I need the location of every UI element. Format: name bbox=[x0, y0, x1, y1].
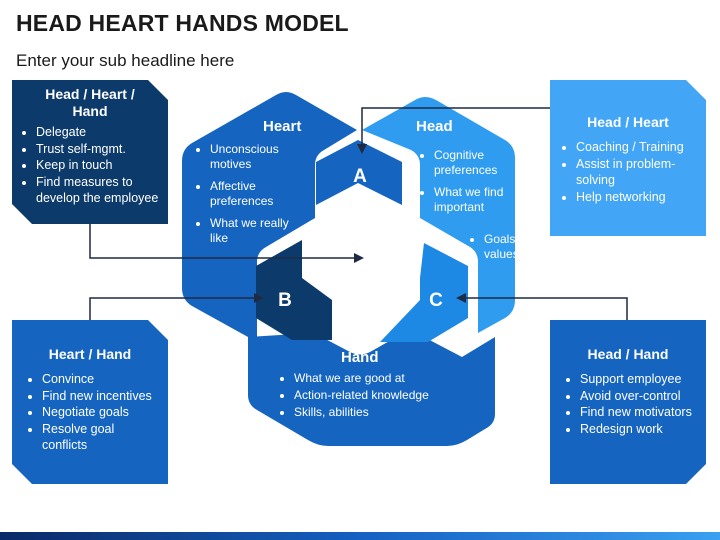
arrow-bottom-right-to-c bbox=[456, 293, 628, 320]
box-top-left-title: Head / Heart / Hand bbox=[45, 86, 135, 119]
list-item: Assist in problem-solving bbox=[576, 156, 696, 189]
head-item: Cognitive preferences bbox=[434, 148, 512, 178]
list-item: Find new motivators bbox=[580, 404, 692, 421]
bottom-accent-bar bbox=[0, 532, 720, 540]
box-bottom-right: Head / Hand Support employee Avoid over-… bbox=[550, 346, 706, 437]
box-top-left: Head / Heart / Hand Delegate Trust self-… bbox=[12, 86, 168, 207]
hand-title: Hand bbox=[341, 349, 379, 366]
list-item: Help networking bbox=[576, 189, 696, 206]
head-list: Cognitive preferences What we find impor… bbox=[420, 148, 512, 222]
heart-item: Unconscious motives bbox=[210, 142, 306, 172]
list-item: Trust self-mgmt. bbox=[36, 141, 160, 158]
list-item: Coaching / Training bbox=[576, 139, 696, 156]
inner-c-segment bbox=[380, 243, 468, 342]
box-top-right: Head / Heart Coaching / Training Assist … bbox=[550, 114, 706, 205]
hand-item: Skills, abilities bbox=[294, 405, 480, 420]
page-subtitle: Enter your sub headline here bbox=[16, 51, 235, 70]
box-bottom-left-title: Heart / Hand bbox=[48, 346, 132, 362]
arrow-bottom-left-to-b bbox=[89, 293, 264, 320]
arrow-top-right-to-a bbox=[357, 107, 550, 154]
head-item: Goals, values bbox=[484, 232, 520, 262]
head-segment bbox=[362, 97, 515, 333]
box-bottom-right-shape bbox=[550, 320, 706, 484]
list-item: Negotiate goals bbox=[42, 404, 154, 421]
list-item: Redesign work bbox=[580, 421, 692, 438]
inner-a-segment bbox=[316, 140, 402, 205]
box-bottom-left: Heart / Hand Convince Find new incentive… bbox=[12, 346, 168, 454]
hand-list: What we are good at Action-related knowl… bbox=[280, 371, 480, 422]
box-bottom-right-title: Head / Hand bbox=[587, 346, 669, 362]
arrow-top-left-to-center bbox=[89, 224, 364, 263]
list-item: Keep in touch bbox=[36, 157, 160, 174]
box-top-right-title: Head / Heart bbox=[587, 114, 669, 130]
heart-segment bbox=[182, 92, 357, 342]
page-title: HEAD HEART HANDS MODEL bbox=[16, 10, 349, 36]
list-item: Avoid over-control bbox=[580, 388, 692, 405]
list-item: Delegate bbox=[36, 124, 160, 141]
letter-c: C bbox=[429, 290, 443, 311]
box-top-left-shape bbox=[12, 80, 168, 224]
heart-item: Affective preferences bbox=[210, 179, 306, 209]
list-item: Support employee bbox=[580, 371, 692, 388]
list-item: Find new incentives bbox=[42, 388, 154, 405]
list-item: Resolve goal conflicts bbox=[42, 421, 154, 454]
head-item: What we find important bbox=[434, 185, 512, 215]
heart-title: Heart bbox=[263, 118, 302, 135]
letter-a: A bbox=[353, 166, 367, 187]
list-item: Convince bbox=[42, 371, 154, 388]
heart-item: What we really like bbox=[210, 216, 306, 246]
head-list-goals: Goals, values bbox=[470, 232, 520, 269]
list-item: Find measures to develop the employee bbox=[36, 174, 160, 207]
heart-list: Unconscious motives Affective preference… bbox=[196, 142, 306, 253]
hand-item: Action-related knowledge bbox=[294, 388, 480, 403]
head-title: Head bbox=[416, 118, 453, 135]
hand-item: What we are good at bbox=[294, 371, 480, 386]
box-bottom-left-shape bbox=[12, 320, 168, 484]
box-top-right-shape bbox=[550, 80, 706, 236]
hand-segment bbox=[248, 331, 495, 446]
inner-b-segment bbox=[256, 240, 332, 340]
letter-b: B bbox=[278, 290, 292, 311]
